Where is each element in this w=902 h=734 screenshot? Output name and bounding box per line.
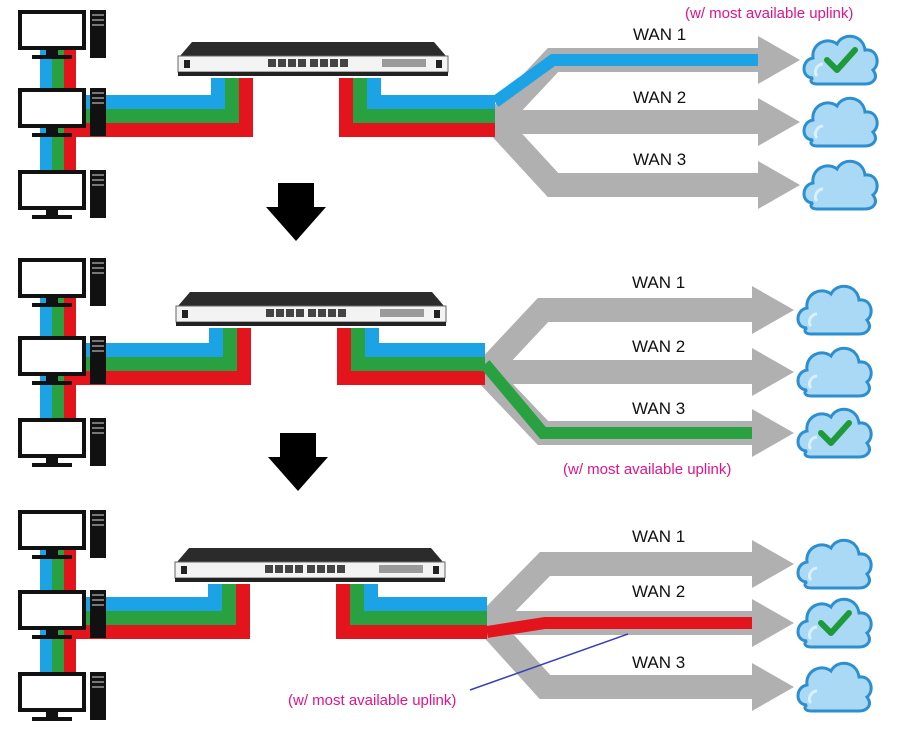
red-link-right <box>336 584 487 639</box>
blue-link-right <box>367 78 495 109</box>
checkmark-icon <box>818 420 852 446</box>
wan-3-path <box>478 614 754 699</box>
uplink-note: (w/ most available uplink) <box>685 5 853 22</box>
red-link-left <box>70 78 253 137</box>
green-link-right <box>351 328 485 371</box>
desktop-computer-icon <box>18 418 106 467</box>
blue-link-left <box>60 584 222 611</box>
uplink-note: (w/ most available uplink) <box>563 461 731 478</box>
wan-3-arrowhead <box>752 409 794 457</box>
red-link-left <box>70 584 250 639</box>
active-uplink-line <box>491 54 758 107</box>
green-link-left <box>60 584 236 625</box>
down-arrow-icon <box>268 433 328 491</box>
cloud-icon <box>796 407 873 459</box>
red-link-right <box>337 328 485 385</box>
green-link-left <box>60 328 237 371</box>
wan-1-path <box>476 298 754 381</box>
green-link-left <box>60 78 239 123</box>
wan-1-path <box>478 552 754 632</box>
checkmark-icon <box>818 610 852 636</box>
red-link-left <box>70 328 251 385</box>
panel-2: WAN 1 WAN 2 WAN 3 (w/ most available uplink… <box>18 258 873 478</box>
cloud-icon <box>796 346 873 398</box>
wan-3-arrowhead <box>752 663 794 711</box>
load-balancer-router-icon <box>175 291 447 327</box>
cloud-icon <box>796 284 873 336</box>
active-uplink-line <box>480 360 752 439</box>
wan-3-path <box>486 113 760 197</box>
cloud-icon <box>802 96 879 148</box>
blue-link-left <box>60 78 225 109</box>
red-link-right <box>339 78 495 137</box>
cloud-icon <box>796 538 873 590</box>
wan-3-arrowhead <box>758 161 800 209</box>
note-pointer-line <box>469 633 629 691</box>
wan-1-arrowhead <box>752 286 794 334</box>
wan-1-label: WAN 1 <box>633 25 686 44</box>
wan-1-arrowhead <box>752 540 794 588</box>
blue-link-right <box>364 584 487 611</box>
green-link-right <box>353 78 495 123</box>
wan-1-arrowhead <box>758 36 800 84</box>
cloud-icon <box>796 597 873 649</box>
panel-1: WAN 1 WAN 2 WAN 3 (w/ most available uplink… <box>18 5 879 219</box>
wan-3-label: WAN 3 <box>632 399 685 418</box>
green-link-right <box>350 584 487 625</box>
checkmark-icon <box>824 47 858 73</box>
load-balancer-router-icon <box>174 547 446 583</box>
wan-2-label: WAN 2 <box>632 337 685 356</box>
active-uplink-line <box>486 617 752 638</box>
down-arrow-icon <box>266 183 326 241</box>
cloud-icon <box>796 661 873 713</box>
wan-3-label: WAN 3 <box>632 653 685 672</box>
cloud-icon <box>802 159 879 211</box>
desktop-computer-icon <box>18 672 106 721</box>
load-balancer-router-icon <box>177 41 449 77</box>
uplink-note: (w/ most available uplink) <box>288 692 456 709</box>
wan-2-label: WAN 2 <box>632 582 685 601</box>
wan-3-label: WAN 3 <box>633 150 686 169</box>
wan-1-label: WAN 1 <box>632 527 685 546</box>
cloud-icon <box>802 34 879 86</box>
wan-2-arrowhead <box>752 348 794 396</box>
blue-link-left <box>60 328 223 357</box>
wan-2-arrowhead <box>758 98 800 146</box>
desktop-computer-icon <box>18 170 106 219</box>
blue-link-right <box>365 328 485 357</box>
wan-2-label: WAN 2 <box>633 88 686 107</box>
panel-3: WAN 1 WAN 2 WAN 3 (w/ most available uplink… <box>18 510 873 721</box>
wan-2-arrowhead <box>752 599 794 647</box>
wan-1-label: WAN 1 <box>632 273 685 292</box>
